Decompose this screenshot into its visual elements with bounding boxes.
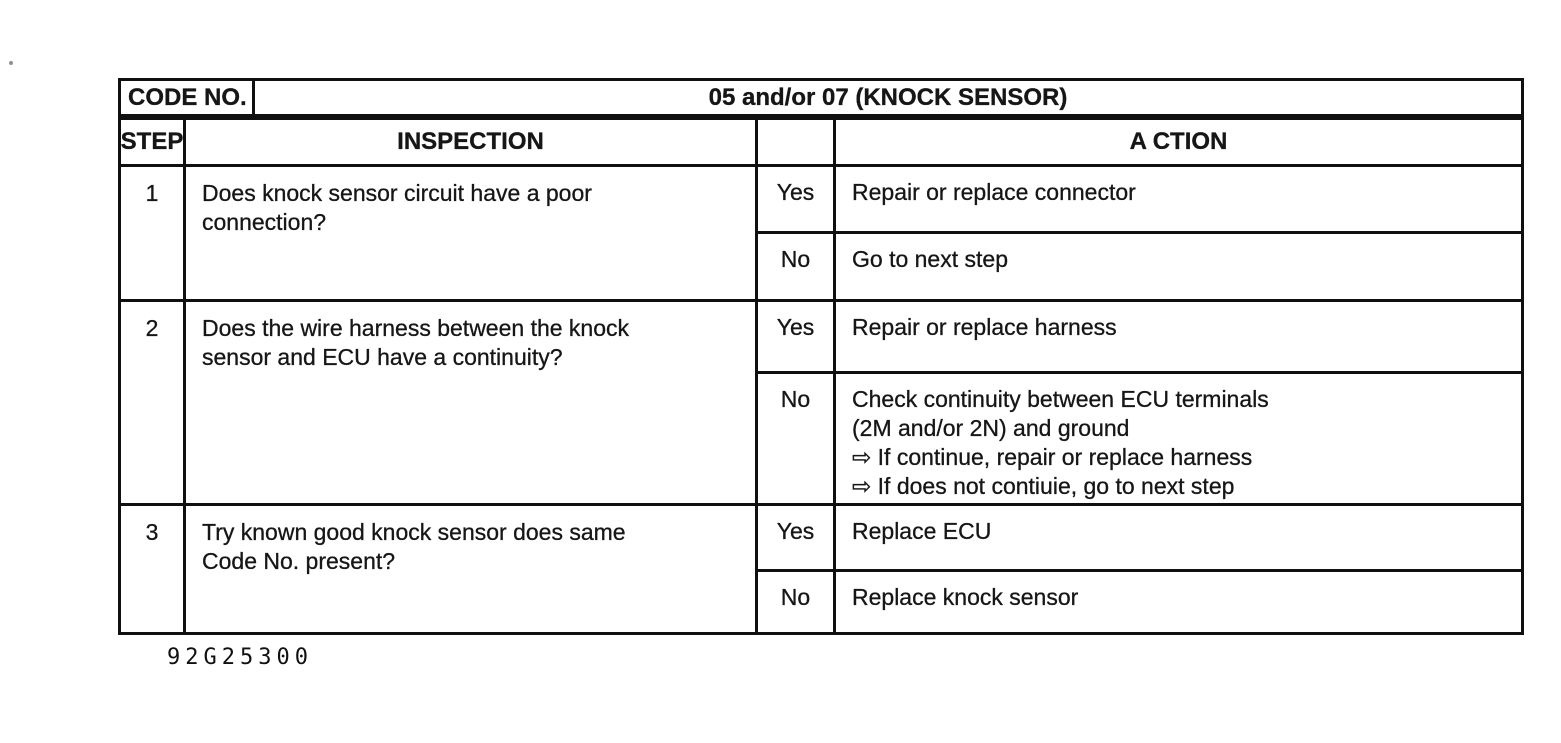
outcome-label-no: No [755,569,833,632]
step-row-3: 3 Try known good knock sensor does same … [121,503,1521,632]
action-text-yes: Repair or replace connector [833,167,1521,231]
action-text-yes: Replace ECU [833,506,1521,569]
outcome-label-no: No [755,231,833,299]
step-number: 2 [145,315,159,341]
scan-artifact-dot [9,61,13,65]
inspection-text: Try known good knock sensor does same Co… [183,506,755,632]
inspection-text: Does the wire harness between the knock … [183,302,755,503]
steps-table: STEP INSPECTION A CTION 1 Does knock sen… [118,117,1524,635]
code-value: 05 and/or 07 (KNOCK SENSOR) [708,83,1068,111]
outcome-label-no: No [755,371,833,503]
col-header-inspection: INSPECTION [183,120,755,164]
action-text-no: Check continuity between ECU terminals (… [833,371,1521,503]
outcome-label-yes: Yes [755,167,833,231]
inspection-text: Does knock sensor circuit have a poor co… [183,167,755,299]
action-text-yes: Repair or replace harness [833,302,1521,371]
action-text-no: Replace knock sensor [833,569,1521,632]
col-header-step: STEP [120,128,184,155]
figure-code: 92G25300 [167,645,313,670]
column-header-row: STEP INSPECTION A CTION [121,120,1521,164]
col-header-action: A CTION [833,120,1521,164]
col-header-result [755,120,833,164]
code-no-label: CODE NO. [121,81,255,114]
diagnostic-table: CODE NO. 05 and/or 07 (KNOCK SENSOR) STE… [118,78,1524,635]
step-row-1: 1 Does knock sensor circuit have a poor … [121,164,1521,299]
step-number: 1 [145,180,159,206]
action-text-no: Go to next step [833,231,1521,299]
step-row-2: 2 Does the wire harness between the knoc… [121,299,1521,503]
code-header-row: CODE NO. 05 and/or 07 (KNOCK SENSOR) [118,78,1524,117]
step-number: 3 [145,519,159,545]
outcome-label-yes: Yes [755,302,833,371]
outcome-label-yes: Yes [755,506,833,569]
